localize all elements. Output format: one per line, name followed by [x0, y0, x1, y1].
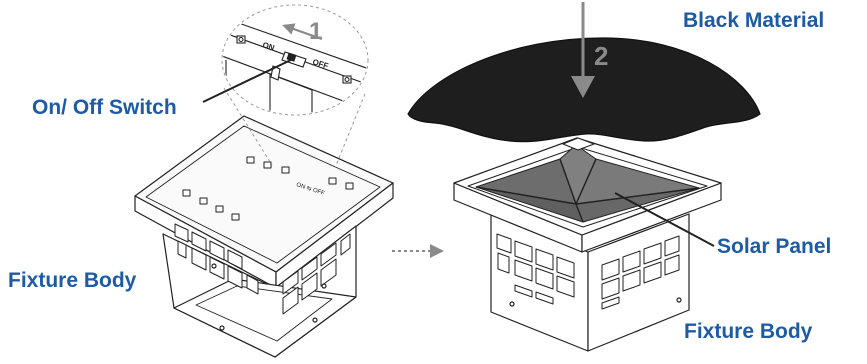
transition-arrow-head — [430, 244, 444, 258]
step2-arrow-head — [571, 76, 595, 98]
inset-on-text: ON — [261, 40, 275, 52]
step1-arrow-icon — [282, 23, 323, 41]
solar-leader-line — [614, 192, 715, 247]
fixture-body-right-label: Fixture Body — [684, 320, 813, 343]
fixture-body-left-label: Fixture Body — [8, 269, 137, 292]
on-off-switch-label: On/ Off Switch — [32, 96, 177, 119]
right-fixture-body — [453, 137, 722, 352]
switch-leader-line — [202, 57, 296, 103]
step1-number: 1 — [309, 18, 322, 45]
solar-panel-label: Solar Panel — [717, 235, 832, 258]
black-material-label: Black Material — [683, 9, 825, 32]
black-material-cover: 2 — [407, 2, 761, 143]
left-fixture-body: ON ⇆ OFF — [134, 115, 394, 358]
step2-number: 2 — [594, 41, 608, 71]
